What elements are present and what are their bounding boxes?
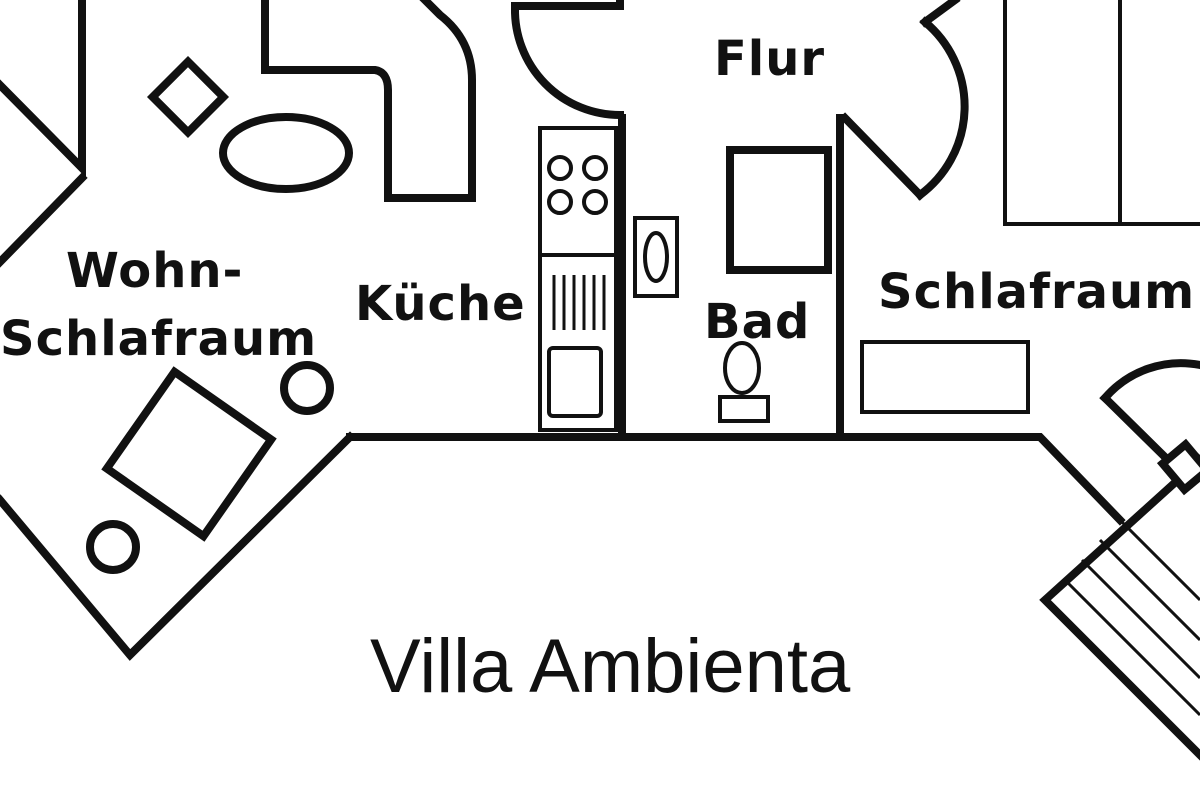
label-flur: Flur	[714, 31, 825, 87]
stairs-step	[1080, 558, 1200, 680]
kitchen-furniture	[538, 126, 618, 432]
label-bad: Bad	[704, 294, 810, 350]
wall-south	[346, 433, 1126, 526]
label-kueche: Küche	[355, 276, 526, 332]
stove-burner	[547, 189, 573, 215]
side-table-diamond	[146, 55, 230, 139]
toilet-tank	[718, 395, 770, 423]
wall-flur-top	[511, 0, 624, 10]
door-flur-left	[510, 3, 625, 120]
doors	[510, 3, 1200, 468]
wall-left-outer	[0, 172, 88, 268]
kitchen-sink	[547, 346, 603, 418]
label-schlafraum: Schlafraum	[878, 264, 1195, 320]
living-room-furniture	[86, 0, 476, 574]
toilet-bowl	[723, 341, 761, 395]
stairs-outline	[1039, 454, 1200, 761]
walls	[0, 0, 1126, 661]
stove-burner	[582, 155, 608, 181]
stove-burner	[582, 189, 608, 215]
stool	[86, 520, 140, 574]
dining-table	[101, 366, 277, 542]
coffee-table-oval	[219, 113, 353, 193]
shower	[726, 146, 832, 274]
label-wohn-line1: Wohn-	[66, 243, 243, 299]
stove-burner	[547, 155, 573, 181]
stairs	[1039, 438, 1200, 761]
door-terrace-right-arc	[1099, 359, 1200, 404]
bedroom-bench	[860, 340, 1030, 414]
stairs-step	[1063, 578, 1200, 717]
label-wohn-line2: Schlafraum	[0, 311, 317, 367]
stairs-post	[1156, 438, 1200, 496]
wall-bottom-left	[0, 431, 356, 661]
bathroom-furniture	[633, 146, 832, 423]
plan-caption: Villa Ambienta	[370, 624, 851, 709]
stairs-step	[1098, 538, 1200, 642]
kitchen-counter	[538, 126, 618, 432]
washbasin	[633, 216, 679, 298]
wardrobe	[1003, 0, 1200, 226]
washbasin-bowl	[643, 231, 669, 283]
door-terrace-right	[1099, 392, 1176, 468]
bedroom-furniture	[860, 0, 1200, 414]
wall-top-right	[919, 0, 961, 28]
door-bedroom-arc	[914, 16, 969, 201]
wall-top-left-diagonal	[0, 0, 86, 178]
door-bedroom	[839, 112, 926, 201]
sofa-corner	[261, 0, 476, 202]
stool	[280, 361, 334, 415]
stairs-step	[1118, 518, 1200, 602]
